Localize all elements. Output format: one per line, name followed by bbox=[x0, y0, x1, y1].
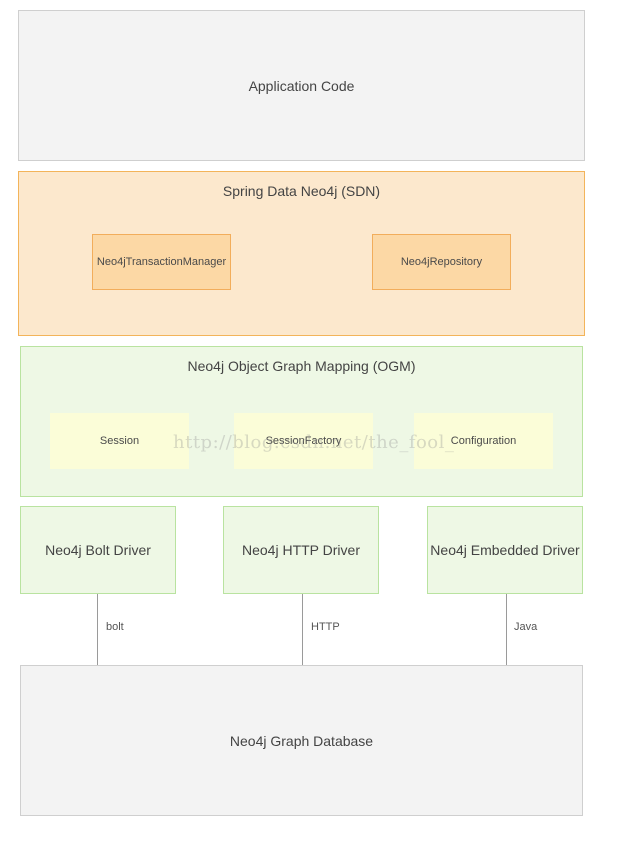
driver-label: Neo4j Bolt Driver bbox=[45, 542, 151, 558]
connector-line-java bbox=[506, 594, 507, 666]
driver-label: Neo4j Embedded Driver bbox=[430, 542, 580, 558]
connector-label-http: HTTP bbox=[311, 621, 340, 633]
connector-line-bolt bbox=[97, 594, 98, 666]
connector-label-bolt: bolt bbox=[106, 621, 124, 633]
driver-label: Neo4j HTTP Driver bbox=[242, 542, 360, 558]
ogm-layer-title: Neo4j Object Graph Mapping (OGM) bbox=[187, 358, 416, 374]
sdn-layer: Spring Data Neo4j (SDN) Neo4jTransaction… bbox=[18, 171, 585, 336]
application-code-label: Application Code bbox=[248, 77, 355, 94]
sdn-component-label: Neo4jRepository bbox=[400, 256, 483, 268]
sdn-component-transaction-manager: Neo4jTransactionManager bbox=[92, 234, 231, 290]
driver-embedded: Neo4j Embedded Driver bbox=[427, 506, 583, 594]
connector-line-http bbox=[302, 594, 303, 666]
driver-http: Neo4j HTTP Driver bbox=[223, 506, 379, 594]
driver-bolt: Neo4j Bolt Driver bbox=[20, 506, 176, 594]
ogm-component-label: Configuration bbox=[450, 435, 517, 447]
sdn-component-label: Neo4jTransactionManager bbox=[96, 256, 227, 268]
ogm-component-session-factory: SessionFactory bbox=[234, 413, 373, 469]
sdn-layer-title: Spring Data Neo4j (SDN) bbox=[222, 183, 381, 199]
graph-database-layer: Neo4j Graph Database bbox=[20, 665, 583, 816]
ogm-component-label: Session bbox=[99, 435, 140, 447]
connector-label-java: Java bbox=[514, 621, 538, 633]
ogm-component-session: Session bbox=[50, 413, 189, 469]
ogm-layer: Neo4j Object Graph Mapping (OGM) Session… bbox=[20, 346, 583, 497]
graph-database-label: Neo4j Graph Database bbox=[229, 732, 374, 749]
ogm-component-label: SessionFactory bbox=[265, 435, 342, 447]
application-code-layer: Application Code bbox=[18, 10, 585, 161]
sdn-component-repository: Neo4jRepository bbox=[372, 234, 511, 290]
ogm-component-configuration: Configuration bbox=[414, 413, 553, 469]
